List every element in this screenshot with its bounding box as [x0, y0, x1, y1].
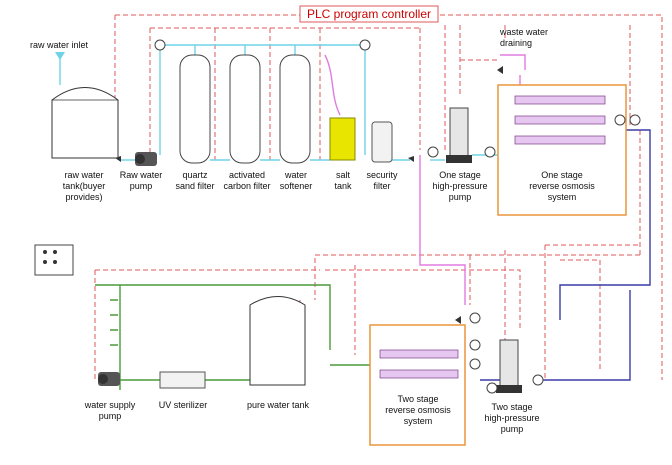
- stage2-high-pressure-pump: [496, 339, 522, 393]
- control-signal-lines: [94, 14, 663, 380]
- stage1-ro-system: [497, 84, 627, 216]
- raw-water-tank: [51, 52, 119, 159]
- svg-text:provides): provides): [65, 192, 102, 202]
- stage2-pump-label: Two stage high-pressure pump: [484, 402, 539, 434]
- activated-carbon-filter: [229, 54, 261, 164]
- svg-text:activated: activated: [229, 170, 265, 180]
- quartz-sand-filter-label: quartz sand filter: [175, 170, 214, 191]
- raw-water-tank-label: raw water tank(buyer provides): [63, 170, 106, 202]
- svg-text:One stage: One stage: [439, 170, 481, 180]
- svg-text:draining: draining: [500, 38, 532, 48]
- svg-text:filter: filter: [373, 181, 390, 191]
- svg-text:carbon filter: carbon filter: [223, 181, 270, 191]
- svg-text:Two stage: Two stage: [491, 402, 532, 412]
- control-panel-icon: [34, 244, 74, 276]
- svg-text:Raw water: Raw water: [120, 170, 163, 180]
- svg-text:water supply: water supply: [84, 400, 136, 410]
- plc-controller-label: PLC program controller: [307, 7, 431, 21]
- salt-tank-label: salt tank: [334, 170, 352, 191]
- security-filter: [371, 121, 393, 163]
- activated-carbon-filter-label: activated carbon filter: [223, 170, 270, 191]
- raw-water-pump-label: Raw water pump: [120, 170, 163, 191]
- water-supply-pump-label: water supply pump: [84, 400, 136, 421]
- pure-water-tank: [249, 296, 306, 386]
- svg-text:salt: salt: [336, 170, 351, 180]
- svg-text:tank(buyer: tank(buyer: [63, 181, 106, 191]
- water-supply-pump: [98, 372, 120, 386]
- svg-text:One stage: One stage: [541, 170, 583, 180]
- raw-water-pump: [135, 152, 157, 166]
- pure-water-tank-label: pure water tank: [247, 400, 310, 410]
- pure-water-lines: [95, 284, 370, 390]
- svg-text:pump: pump: [99, 411, 122, 421]
- svg-text:pump: pump: [501, 424, 524, 434]
- svg-text:security: security: [366, 170, 398, 180]
- svg-text:pump: pump: [449, 192, 472, 202]
- svg-text:Two stage: Two stage: [397, 394, 438, 404]
- inlet-arrow-icon: [55, 52, 65, 60]
- uv-sterilizer: [159, 371, 206, 389]
- svg-text:sand filter: sand filter: [175, 181, 214, 191]
- svg-text:system: system: [404, 416, 433, 426]
- svg-text:high-pressure: high-pressure: [432, 181, 487, 191]
- water-softener-label: water softener: [280, 170, 313, 191]
- svg-text:reverse osmosis: reverse osmosis: [385, 405, 451, 415]
- svg-text:quartz: quartz: [182, 170, 208, 180]
- water-softener: [279, 54, 311, 164]
- stage1-ro-label: One stage reverse osmosis system: [529, 170, 595, 202]
- stage1-pump-label: One stage high-pressure pump: [432, 170, 487, 202]
- raw-water-inlet-label: raw water inlet: [30, 40, 89, 50]
- security-filter-label: security filter: [366, 170, 398, 191]
- svg-text:waste water: waste water: [499, 27, 548, 37]
- pink-flow-lines: [324, 54, 526, 305]
- svg-text:raw water: raw water: [64, 170, 103, 180]
- stage1-high-pressure-pump: [446, 107, 472, 163]
- salt-tank: [329, 117, 356, 161]
- uv-sterilizer-label: UV sterilizer: [159, 400, 208, 410]
- quartz-sand-filter: [179, 54, 211, 164]
- svg-text:system: system: [548, 192, 577, 202]
- waste-water-label: waste water draining: [499, 27, 548, 48]
- svg-text:reverse osmosis: reverse osmosis: [529, 181, 595, 191]
- svg-text:pump: pump: [130, 181, 153, 191]
- plc-controller: PLC program controller: [299, 5, 439, 23]
- pressure-gauge-icon: [154, 39, 641, 394]
- svg-text:high-pressure: high-pressure: [484, 413, 539, 423]
- stage2-ro-label: Two stage reverse osmosis system: [385, 394, 451, 426]
- svg-text:softener: softener: [280, 181, 313, 191]
- valve-icon: [115, 66, 503, 324]
- concentrate-lines: [480, 129, 651, 381]
- svg-text:tank: tank: [334, 181, 352, 191]
- svg-text:water: water: [284, 170, 307, 180]
- stage2-ro-system: [369, 324, 466, 446]
